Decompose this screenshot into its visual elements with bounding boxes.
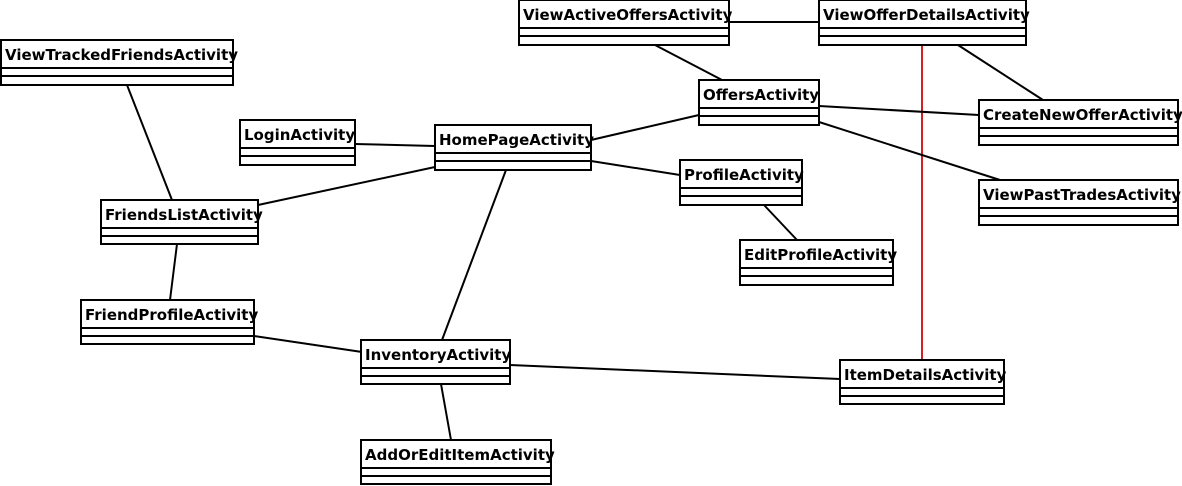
class-name: HomePageActivity: [439, 131, 594, 149]
class-box-item-details[interactable]: ItemDetailsActivity: [839, 359, 1007, 405]
assoc-offers-viewpasttrades: [818, 121, 1001, 181]
class-box-view-active-offers[interactable]: ViewActiveOffersActivity: [518, 0, 733, 46]
assoc-inventory-itemdetails: [509, 364, 841, 380]
assoc-profile-editprofile: [763, 204, 798, 241]
class-box-inventory[interactable]: InventoryActivity: [360, 339, 511, 385]
class-box-create-new-offer[interactable]: CreateNewOfferActivity: [978, 99, 1182, 146]
assoc-homepage-friendslist: [257, 166, 436, 206]
class-box-profile[interactable]: ProfileActivity: [679, 159, 804, 206]
assoc-offers-createnewoffer: [818, 105, 980, 116]
assoc-friendslist-friendprofile: [169, 243, 178, 301]
class-name: ViewTrackedFriendsActivity: [5, 46, 238, 64]
class-name: LoginActivity: [244, 126, 355, 144]
class-name: InventoryActivity: [365, 346, 511, 364]
assoc-homepage-inventory: [441, 169, 507, 341]
class-name: EditProfileActivity: [744, 246, 897, 264]
assoc-viewofferdetails-createnewoffer: [957, 44, 1044, 101]
class-name: ViewPastTradesActivity: [983, 186, 1181, 204]
class-box-friends-list[interactable]: FriendsListActivity: [100, 199, 263, 245]
associations: [126, 21, 1044, 441]
class-name: ViewOfferDetailsActivity: [823, 6, 1030, 24]
assoc-offers-homepage: [590, 114, 700, 141]
class-box-home-page[interactable]: HomePageActivity: [434, 124, 594, 171]
class-box-add-or-edit-item[interactable]: AddOrEditItemActivity: [360, 439, 555, 485]
class-box-offers[interactable]: OffersActivity: [698, 79, 820, 126]
class-name: OffersActivity: [703, 86, 819, 104]
class-name: CreateNewOfferActivity: [983, 106, 1182, 124]
class-name: FriendProfileActivity: [85, 306, 258, 324]
class-name: ProfileActivity: [684, 166, 804, 184]
assoc-login-homepage: [354, 143, 436, 147]
assoc-friendprofile-inventory: [253, 335, 363, 353]
class-name: ItemDetailsActivity: [844, 366, 1007, 384]
class-box-view-tracked-friends[interactable]: ViewTrackedFriendsActivity: [0, 39, 238, 86]
class-box-view-offer-details[interactable]: ViewOfferDetailsActivity: [818, 0, 1030, 46]
class-box-edit-profile[interactable]: EditProfileActivity: [739, 239, 897, 286]
assoc-inventory-addoredititem: [440, 383, 452, 441]
class-name: AddOrEditItemActivity: [365, 446, 555, 464]
class-name: ViewActiveOffersActivity: [523, 6, 733, 24]
assoc-viewactiveoffers-offers: [654, 44, 723, 81]
class-box-view-past-trades[interactable]: ViewPastTradesActivity: [978, 179, 1181, 226]
class-box-login[interactable]: LoginActivity: [239, 119, 356, 166]
assoc-viewtrackedfriends-friendslist: [126, 84, 173, 201]
assoc-homepage-profile: [590, 160, 681, 176]
class-box-friend-profile[interactable]: FriendProfileActivity: [80, 299, 258, 345]
class-name: FriendsListActivity: [105, 206, 263, 224]
